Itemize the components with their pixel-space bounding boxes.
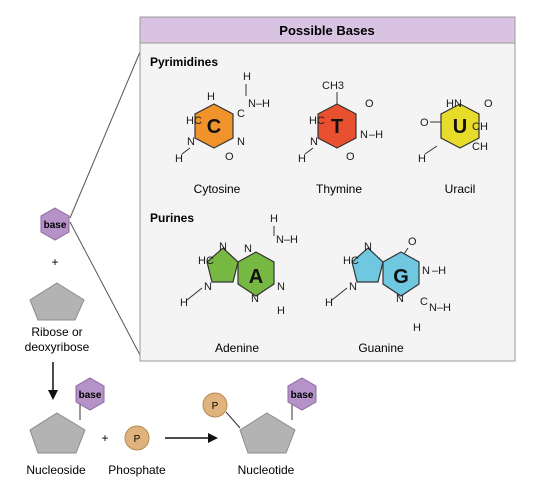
phosphate-p: P (134, 434, 141, 445)
connector-line-top (69, 51, 141, 219)
svg-text:HC: HC (198, 255, 214, 267)
panel-title: Possible Bases (279, 23, 374, 38)
svg-text:N: N (360, 129, 368, 141)
svg-text:HC: HC (343, 255, 359, 267)
thymine-letter: T (331, 116, 343, 138)
guanine-structure: G HC N O N –H N N C N–H H H (325, 236, 451, 334)
nucleotide-structure: P base (202, 377, 317, 454)
left-plus-sign: + (51, 255, 58, 269)
svg-text:HC: HC (186, 115, 202, 127)
nucleoside-label: Nucleoside (26, 463, 86, 477)
panel-header (139, 16, 516, 44)
svg-text:H: H (413, 322, 421, 334)
svg-text:N: N (219, 241, 227, 253)
purines-heading: Purines (150, 211, 194, 225)
svg-text:H: H (325, 297, 333, 309)
guanine-label: Guanine (358, 341, 404, 355)
cytosine-letter: C (207, 116, 221, 138)
svg-text:N: N (187, 136, 195, 148)
base-hexagon-label: base (44, 220, 67, 231)
nucleotide-label: Nucleotide (238, 463, 295, 477)
svg-text:N: N (364, 241, 372, 253)
phosphate-circle (124, 425, 150, 451)
nucleotide-p: P (212, 401, 219, 412)
bottom-plus-sign: + (101, 431, 108, 445)
svg-text:N–H: N–H (429, 302, 451, 314)
right-arrow-head (208, 433, 218, 443)
nucleotide-base-label: base (291, 390, 314, 401)
svg-text:O: O (420, 117, 429, 129)
svg-text:N: N (310, 136, 318, 148)
svg-text:CH: CH (472, 141, 488, 153)
thymine-structure: T CH3 O HC N N –H H O (298, 80, 383, 165)
svg-text:N: N (204, 281, 212, 293)
svg-text:H: H (418, 153, 426, 165)
svg-text:N: N (422, 265, 430, 277)
svg-text:C: C (420, 296, 428, 308)
svg-text:N: N (251, 293, 259, 305)
svg-text:HC: HC (309, 115, 325, 127)
svg-text:CH: CH (472, 121, 488, 133)
svg-text:H: H (175, 153, 183, 165)
svg-text:N: N (396, 293, 404, 305)
svg-text:H: H (180, 297, 188, 309)
svg-text:O: O (225, 151, 234, 163)
uracil-structure: U HN O O CH CH H (418, 98, 493, 165)
uracil-letter: U (453, 116, 467, 138)
svg-text:H: H (243, 71, 251, 83)
svg-text:C: C (237, 108, 245, 120)
ribose-label-line2: deoxyribose (25, 340, 90, 354)
svg-text:H: H (277, 305, 285, 317)
svg-text:O: O (408, 236, 417, 248)
cytosine-structure: C H C H N–H HC N N H O (175, 71, 270, 165)
ribose-pentagon (29, 282, 85, 321)
svg-text:N–H: N–H (276, 234, 298, 246)
nucleoside-structure: base (29, 377, 105, 454)
thymine-label: Thymine (316, 182, 362, 196)
svg-text:H: H (207, 91, 215, 103)
svg-text:N: N (244, 243, 252, 255)
phosphate-label: Phosphate (108, 463, 166, 477)
svg-text:HN: HN (446, 98, 462, 110)
cytosine-label: Cytosine (194, 182, 241, 196)
pyrimidines-heading: Pyrimidines (150, 55, 218, 69)
ribose-label-line1: Ribose or (31, 325, 82, 339)
svg-text:N: N (277, 281, 285, 293)
svg-text:N: N (237, 136, 245, 148)
svg-text:O: O (484, 98, 493, 110)
svg-text:–H: –H (369, 129, 383, 141)
down-arrow-head (48, 390, 58, 400)
nucleoside-base-label: base (79, 390, 102, 401)
svg-text:H: H (298, 153, 306, 165)
base-hexagon (40, 207, 70, 241)
adenine-letter: A (249, 266, 263, 288)
svg-text:O: O (365, 98, 374, 110)
possible-bases-panel (139, 16, 516, 362)
svg-text:CH3: CH3 (322, 80, 344, 92)
adenine-label: Adenine (215, 341, 259, 355)
svg-text:N: N (349, 281, 357, 293)
uracil-label: Uracil (445, 182, 476, 196)
adenine-structure: A HC N N H N–H N N N H H (180, 213, 298, 317)
svg-text:–H: –H (432, 265, 446, 277)
guanine-letter: G (393, 266, 409, 288)
svg-text:O: O (346, 151, 355, 163)
connector-line-bottom (69, 221, 141, 356)
svg-text:N–H: N–H (248, 98, 270, 110)
svg-text:H: H (270, 213, 278, 225)
